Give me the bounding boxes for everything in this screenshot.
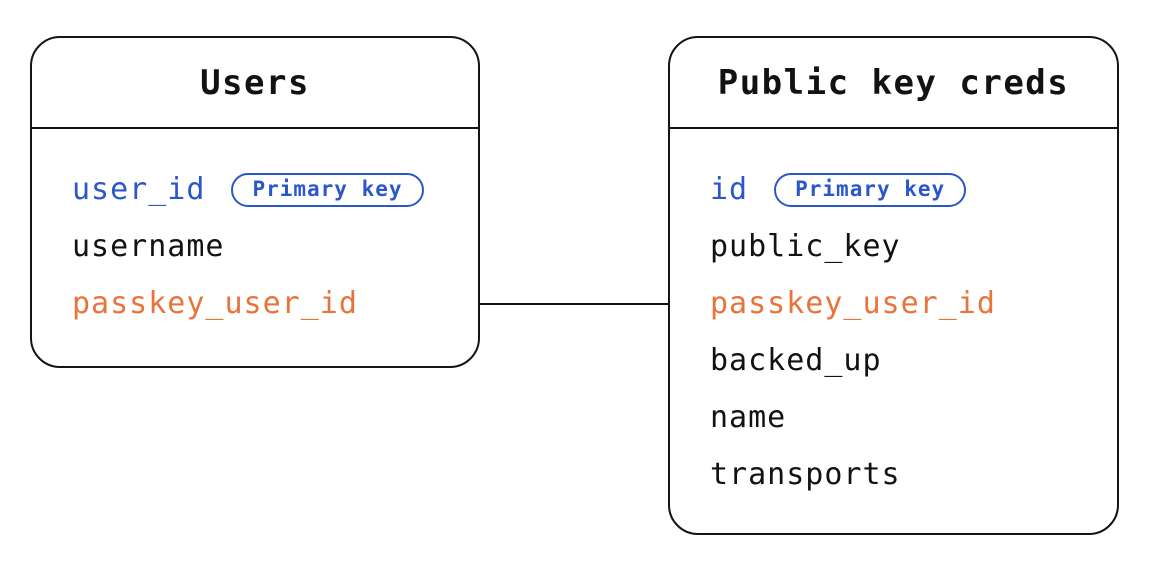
field-row-backed-up: backed_up bbox=[710, 332, 1117, 389]
relationship-line bbox=[480, 303, 668, 305]
field-name: passkey_user_id bbox=[72, 286, 358, 321]
field-row-passkey-user-id: passkey_user_id bbox=[72, 275, 478, 332]
table-public-key-creds-fields: id Primary key public_key passkey_user_i… bbox=[670, 129, 1117, 503]
field-row-transports: transports bbox=[710, 446, 1117, 503]
field-name: passkey_user_id bbox=[710, 286, 996, 321]
field-row-id: id Primary key bbox=[710, 161, 1117, 218]
table-public-key-creds: Public key creds id Primary key public_k… bbox=[668, 36, 1119, 535]
primary-key-badge: Primary key bbox=[774, 172, 967, 207]
field-name: public_key bbox=[710, 229, 901, 264]
field-row-passkey-user-id: passkey_user_id bbox=[710, 275, 1117, 332]
table-users-fields: user_id Primary key username passkey_use… bbox=[32, 129, 478, 332]
table-users-title: Users bbox=[32, 38, 478, 129]
field-row-name: name bbox=[710, 389, 1117, 446]
field-name: transports bbox=[710, 457, 901, 492]
field-name: user_id bbox=[72, 172, 206, 207]
field-row-public-key: public_key bbox=[710, 218, 1117, 275]
field-row-user-id: user_id Primary key bbox=[72, 161, 478, 218]
field-name: name bbox=[710, 400, 787, 435]
table-users: Users user_id Primary key username passk… bbox=[30, 36, 480, 368]
field-name: backed_up bbox=[710, 343, 882, 378]
field-row-username: username bbox=[72, 218, 478, 275]
table-public-key-creds-title: Public key creds bbox=[670, 38, 1117, 129]
field-name: id bbox=[710, 172, 749, 207]
primary-key-badge: Primary key bbox=[231, 172, 424, 207]
field-name: username bbox=[72, 229, 225, 264]
